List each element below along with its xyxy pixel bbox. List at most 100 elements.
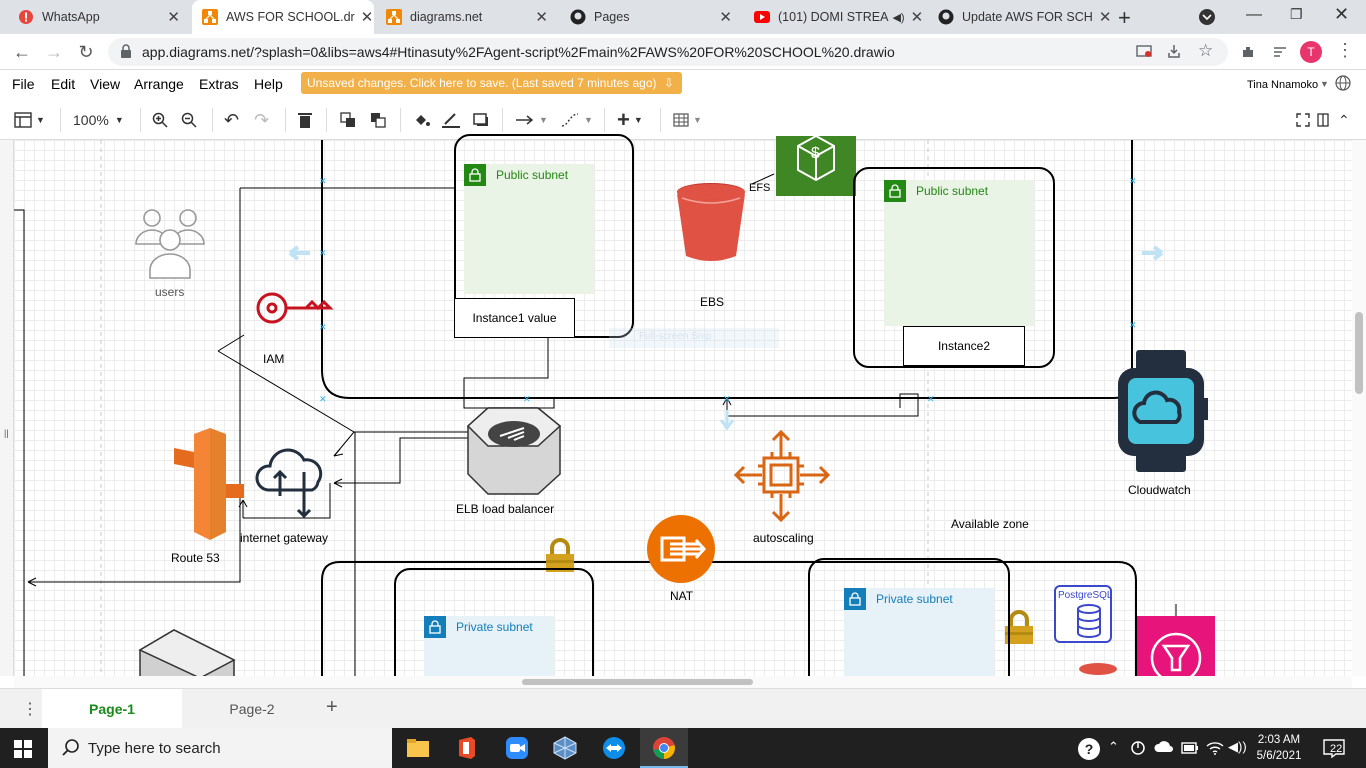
close-icon[interactable]: ✕ <box>535 9 548 26</box>
cloudwatch-icon[interactable] <box>1116 350 1208 479</box>
internet-gateway-icon[interactable] <box>254 444 334 525</box>
nat-gateway-icon[interactable] <box>646 514 716 589</box>
sidebar-handle[interactable]: || <box>4 428 9 438</box>
server-icon[interactable] <box>138 629 236 685</box>
menu-arrange[interactable]: Arrange <box>134 76 184 92</box>
tray-chevron-icon[interactable]: ⌃ <box>1108 739 1119 754</box>
zoom-out-icon[interactable] <box>181 110 197 130</box>
install-icon[interactable] <box>1166 43 1182 62</box>
diagram-canvas[interactable]: ✕ ✕ ✕ ✕ ✕ ✕ ✕ ✕ ✕ users IAM Public subne… <box>14 134 1352 708</box>
notification-center-button[interactable]: 22 <box>1322 738 1346 763</box>
reload-button[interactable]: ↻ <box>78 41 94 62</box>
tab-whatsapp[interactable]: WhatsApp ✕ <box>8 0 190 34</box>
fullscreen-icon[interactable] <box>1296 110 1310 130</box>
close-window-button[interactable]: ✕ <box>1334 4 1350 24</box>
speaker-icon[interactable]: ◀) <box>892 11 905 24</box>
collapse-icon[interactable]: ⌃ <box>1338 111 1350 128</box>
restore-button[interactable]: ❐ <box>1290 6 1303 22</box>
unsaved-changes-button[interactable]: Unsaved changes. Click here to save. (La… <box>301 72 682 94</box>
forward-button[interactable]: → <box>45 41 63 62</box>
url-bar[interactable]: app.diagrams.net/?splash=0&libs=aws4#Hti… <box>108 38 1228 66</box>
vertical-scrollbar[interactable] <box>1352 140 1366 676</box>
close-icon[interactable]: ✕ <box>167 9 180 26</box>
tab-youtube[interactable]: (101) DOMI STREA ◀) ✕ <box>744 0 926 34</box>
menu-file[interactable]: File <box>12 76 35 92</box>
zoom-level-select[interactable]: 100%▼ <box>73 110 124 130</box>
tray-app-icon[interactable] <box>1130 740 1146 761</box>
to-front-icon[interactable] <box>340 110 356 130</box>
horizontal-scroll-thumb[interactable] <box>522 679 753 685</box>
iam-key-icon[interactable] <box>254 288 334 337</box>
tab-search-button[interactable] <box>1199 9 1215 25</box>
wifi-icon[interactable] <box>1206 740 1224 761</box>
office-icon[interactable] <box>455 736 479 760</box>
users-icon[interactable] <box>134 206 206 283</box>
format-panel-icon[interactable]: ▼ <box>14 110 45 130</box>
public-subnet-2[interactable]: Public subnet <box>884 180 1034 326</box>
user-name[interactable]: Tina Nnamoko <box>1247 79 1319 91</box>
padlock-icon[interactable] <box>1003 610 1035 651</box>
help-icon[interactable]: ? <box>1078 738 1100 760</box>
teamviewer-icon[interactable] <box>602 736 626 760</box>
route53-icon[interactable] <box>174 428 246 545</box>
page-tab-2[interactable]: Page-2 <box>182 689 322 729</box>
menu-extras[interactable]: Extras <box>199 76 239 92</box>
shapes-sidebar-collapsed[interactable]: || <box>0 140 14 676</box>
more-menu-icon[interactable]: ⋮ <box>1336 40 1354 60</box>
cast-icon[interactable] <box>1136 43 1152 62</box>
to-back-icon[interactable] <box>370 110 386 130</box>
redo-icon[interactable]: ↷ <box>254 109 270 130</box>
shadow-icon[interactable] <box>473 110 489 130</box>
new-tab-button[interactable]: + <box>1118 5 1131 30</box>
globe-icon[interactable] <box>1335 75 1351 96</box>
availability-zone-box-2[interactable] <box>853 167 1055 368</box>
zoom-app-icon[interactable] <box>505 736 529 760</box>
line-color-icon[interactable] <box>442 110 460 130</box>
format-panel-toggle-icon[interactable] <box>1317 110 1329 130</box>
padlock-icon[interactable] <box>544 538 576 579</box>
waypoints-icon[interactable]: ▼ <box>560 110 593 130</box>
tab-aws-for-school[interactable]: AWS FOR SCHOOL.dr ✕ <box>192 0 374 34</box>
pages-menu-icon[interactable]: ⋮ <box>22 701 38 718</box>
windows-start-icon[interactable] <box>14 740 32 763</box>
public-subnet-1[interactable]: Public subnet <box>464 164 594 294</box>
bookmark-star-icon[interactable]: ☆ <box>1198 41 1214 60</box>
battery-icon[interactable] <box>1181 741 1199 759</box>
horizontal-scrollbar[interactable] <box>14 676 1352 688</box>
vertical-scroll-thumb[interactable] <box>1355 312 1363 394</box>
ebs-bucket-icon[interactable] <box>676 180 746 269</box>
virtualbox-icon[interactable] <box>553 736 577 760</box>
back-button[interactable]: ← <box>13 41 31 62</box>
profile-avatar[interactable]: T <box>1300 41 1322 63</box>
file-explorer-icon[interactable] <box>406 736 430 760</box>
zoom-in-icon[interactable] <box>152 110 168 130</box>
cost-explorer-icon[interactable]: $ <box>776 134 856 196</box>
undo-icon[interactable]: ↶ <box>224 109 240 130</box>
tab-update-aws[interactable]: Update AWS FOR SCH ✕ <box>928 0 1111 34</box>
autoscaling-icon[interactable] <box>733 428 831 529</box>
database-icon[interactable] <box>1078 662 1118 681</box>
page-tab-1[interactable]: Page-1 <box>42 689 182 729</box>
menu-edit[interactable]: Edit <box>51 76 76 92</box>
insert-plus-icon[interactable]: +▼ <box>617 107 643 132</box>
postgresql-icon[interactable]: PostgreSQL <box>1054 585 1112 643</box>
minimize-button[interactable]: — <box>1246 6 1262 23</box>
taskbar-search-box[interactable]: Type here to search <box>48 728 392 768</box>
taskbar-clock[interactable]: 2:03 AM 5/6/2021 <box>1248 732 1310 764</box>
elb-load-balancer-icon[interactable] <box>466 406 562 503</box>
delete-icon[interactable] <box>298 110 312 130</box>
chrome-taskbar-button[interactable] <box>640 728 688 768</box>
menu-view[interactable]: View <box>90 76 121 92</box>
instance1-box[interactable]: Instance1 value <box>454 298 575 338</box>
fill-color-icon[interactable] <box>413 110 431 130</box>
private-subnet-2[interactable]: Private subnet <box>844 588 994 688</box>
reading-list-icon[interactable] <box>1272 44 1288 65</box>
close-icon[interactable]: ✕ <box>360 9 374 26</box>
close-icon[interactable]: ✕ <box>719 9 732 26</box>
chevron-down-icon[interactable]: ▼ <box>1320 79 1329 89</box>
application-integration-icon[interactable] <box>1137 616 1215 684</box>
extensions-icon[interactable] <box>1240 44 1256 65</box>
instance2-box[interactable]: Instance2 <box>903 326 1025 366</box>
table-icon[interactable]: ▼ <box>673 110 702 130</box>
onedrive-icon[interactable] <box>1154 740 1174 759</box>
